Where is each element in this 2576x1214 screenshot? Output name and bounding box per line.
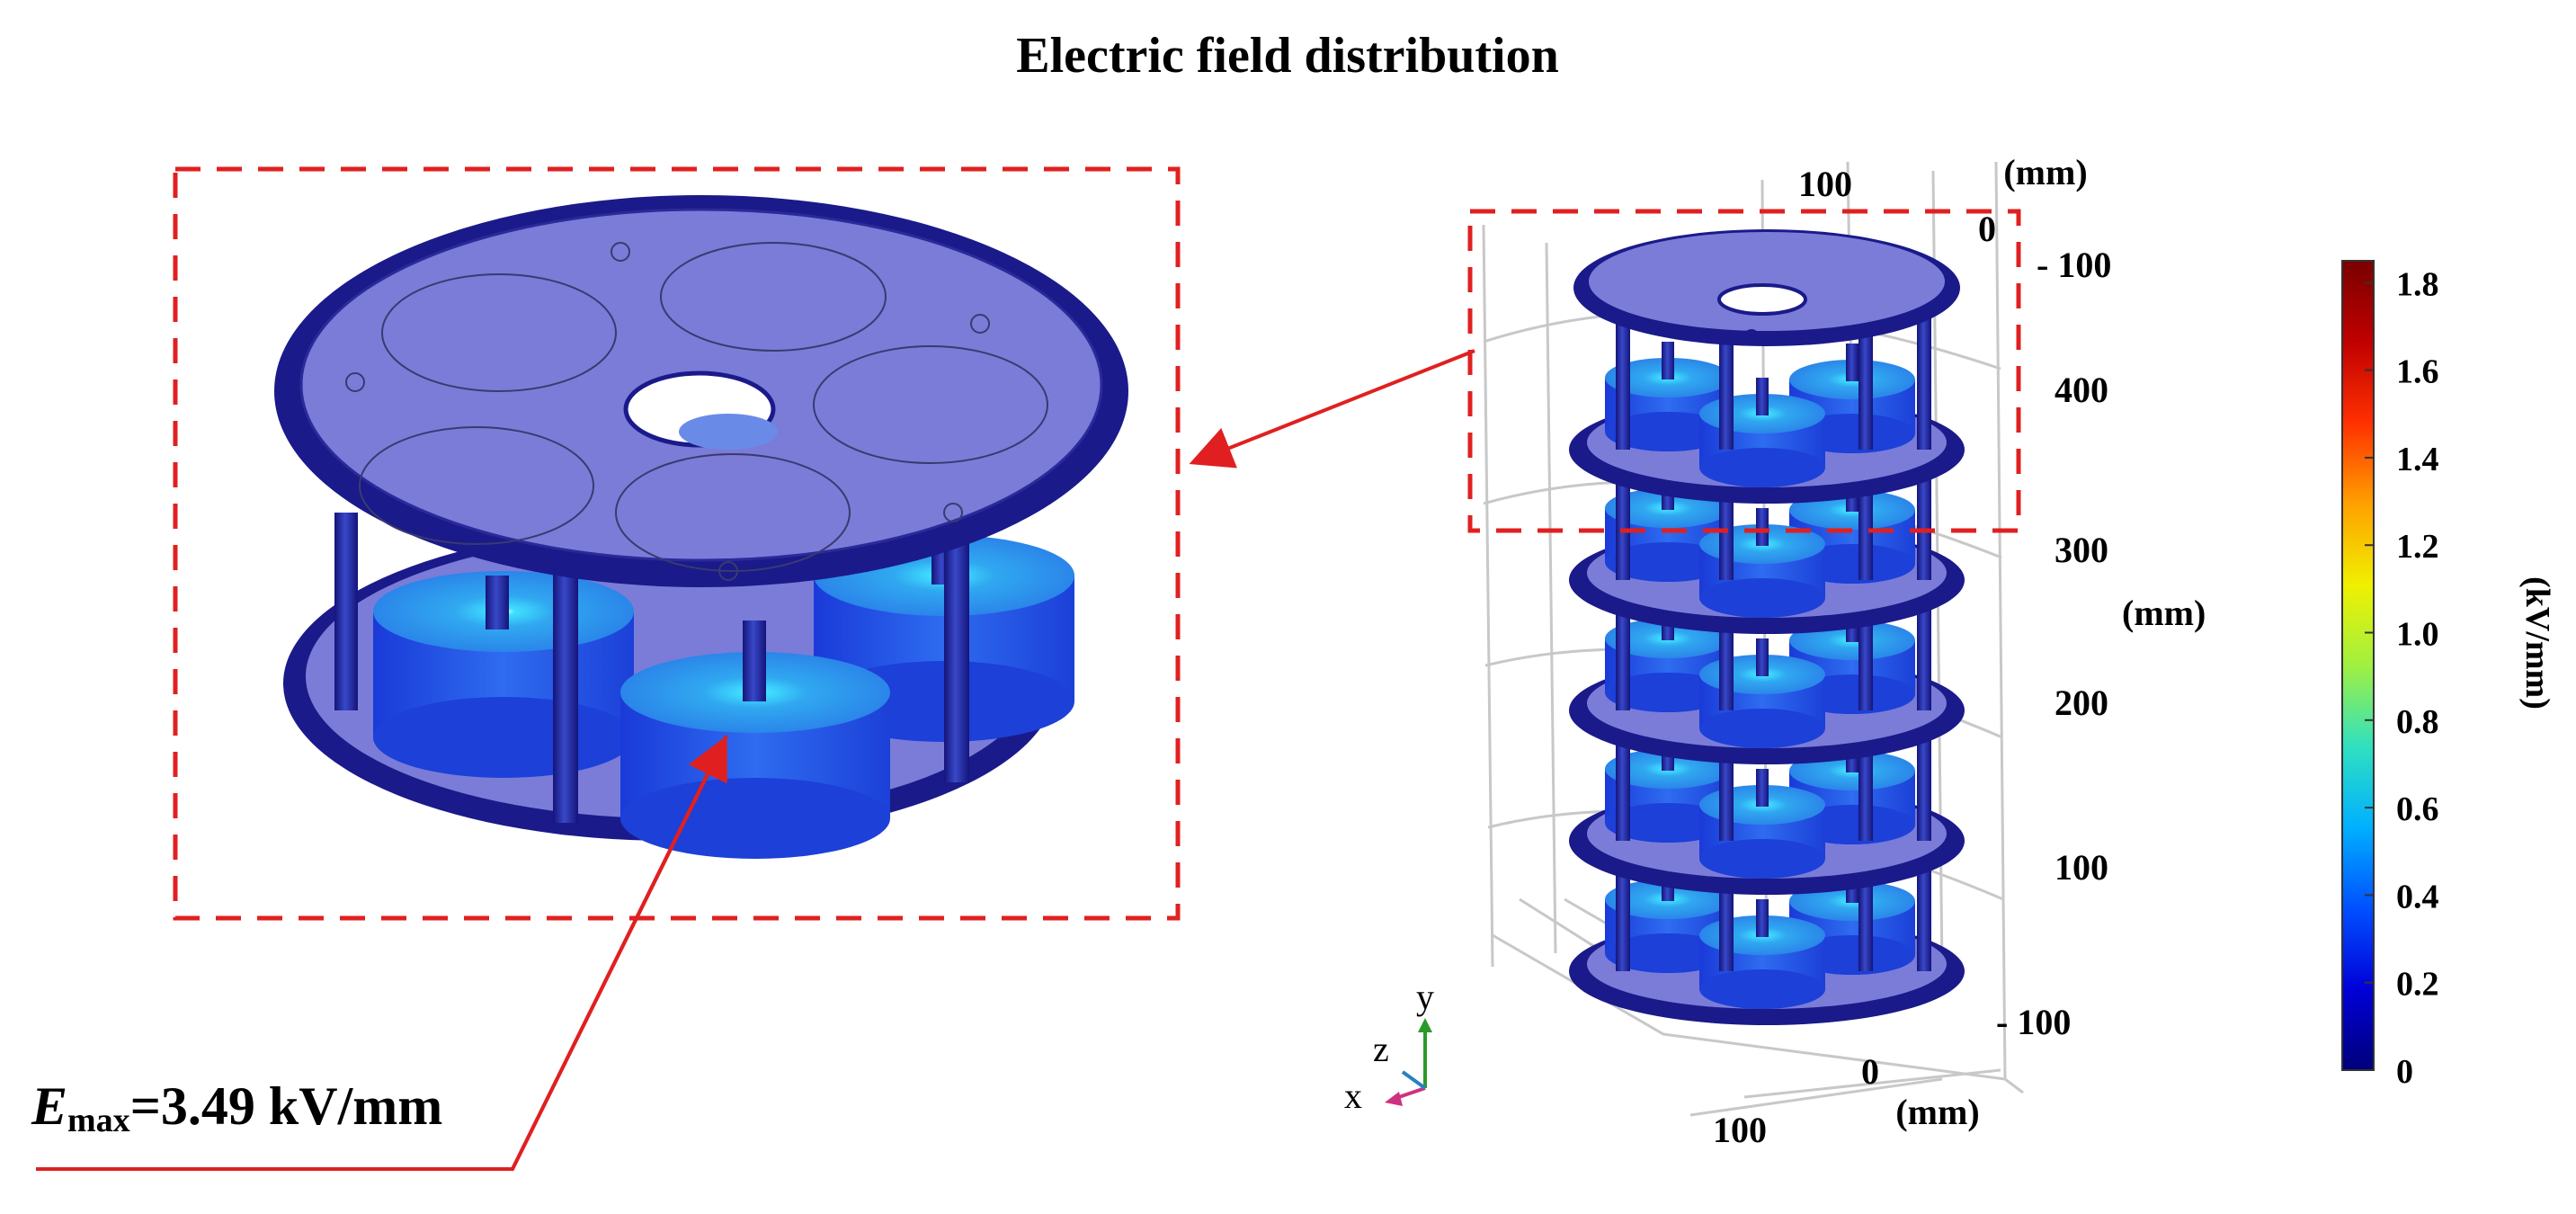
puck-rod xyxy=(486,576,509,629)
colorbar-label: (kV/mm) xyxy=(2518,576,2556,710)
z-tick-label: 100 xyxy=(1798,164,1852,204)
x-tick-label: 0 xyxy=(1861,1051,1879,1092)
top-pillar xyxy=(1917,297,1931,432)
z-axis-unit: (mm) xyxy=(2003,152,2087,192)
model-view: 100 0 (mm) - 100 400 300 200 100 (mm) - … xyxy=(1344,152,2206,1150)
colorbar-tick-label: 0 xyxy=(2396,1053,2413,1091)
zoomed-view: Emax=3.49 kV/mm xyxy=(31,166,1181,1171)
tier-puck-bottom xyxy=(1699,839,1825,879)
y-tick-label: 400 xyxy=(2055,370,2108,410)
tier-puck-rod xyxy=(1756,638,1769,676)
y-tick-label: 200 xyxy=(2055,683,2108,723)
top-plate xyxy=(1573,229,1960,346)
tier-puck-rod xyxy=(1756,508,1769,546)
x-tick-label: - 100 xyxy=(1996,1002,2071,1042)
puck-rod xyxy=(743,620,766,701)
zoom-highlight-box xyxy=(173,166,1181,921)
resonator-stack xyxy=(1569,297,1965,1025)
tier-puck-rod xyxy=(1756,769,1769,807)
model-highlight-box xyxy=(1467,209,2021,533)
tier-puck-rod xyxy=(1756,378,1769,415)
support-pillar xyxy=(334,513,358,710)
emax-arrow xyxy=(511,735,727,1170)
support-pillar xyxy=(944,540,969,782)
triad-y-label: y xyxy=(1416,977,1434,1017)
emax-symbol: E xyxy=(31,1076,67,1136)
tier-puck-rod xyxy=(1756,899,1769,937)
colorbar: 1.8 1.6 1.4 1.2 1.0 0.8 0.6 0.4 0.2 0 (kV/mm) xyxy=(2341,260,2556,1091)
emax-subscript: max xyxy=(67,1102,130,1139)
x-tick-label: 100 xyxy=(1713,1110,1767,1150)
zoom-arrow xyxy=(1189,349,1475,469)
support-pillar xyxy=(553,553,578,823)
colorbar-tick-label: 1.6 xyxy=(2396,353,2439,391)
colorbar-tick-label: 1.4 xyxy=(2396,441,2439,478)
colorbar-tick-label: 0.2 xyxy=(2396,966,2439,1004)
figure-title: Electric field distribution xyxy=(1016,28,1559,84)
plate-markings xyxy=(345,242,1048,581)
colorbar-ticks: 1.8 1.6 1.4 1.2 1.0 0.8 0.6 0.4 0.2 0 xyxy=(2365,265,2439,1091)
y-tick-label: - 100 xyxy=(2037,245,2111,285)
triad-z-label: z xyxy=(1373,1029,1389,1069)
tier-puck-bottom xyxy=(1699,578,1825,618)
colorbar-tick-label: 0.4 xyxy=(2396,878,2439,915)
emax-annotation: Emax=3.49 kV/mm xyxy=(31,1076,442,1139)
tier-puck-rod xyxy=(1662,342,1674,379)
tier-puck-bottom xyxy=(1699,969,1825,1009)
colorbar-tick-label: 1.0 xyxy=(2396,616,2439,654)
center-hole-inner xyxy=(679,414,778,450)
colorbar-gradient xyxy=(2341,260,2375,1071)
colorbar-tick-label: 1.8 xyxy=(2396,265,2439,303)
colorbar-tick-label: 0.8 xyxy=(2396,703,2439,741)
y-axis-unit: (mm) xyxy=(2122,593,2206,633)
colorbar-tick-label: 1.2 xyxy=(2396,528,2439,566)
z-tick-label: 0 xyxy=(1978,209,1996,249)
emax-value: =3.49 kV/mm xyxy=(130,1076,443,1136)
tier-puck-bottom xyxy=(1699,709,1825,748)
tier-puck-rod xyxy=(1846,344,1858,381)
y-tick-label: 300 xyxy=(2055,530,2108,570)
tier-puck-bottom xyxy=(1699,448,1825,487)
top-pillar xyxy=(1616,297,1630,432)
colorbar-tick-label: 0.6 xyxy=(2396,790,2439,828)
triad-x-label: x xyxy=(1344,1076,1362,1116)
x-axis-unit: (mm) xyxy=(1895,1092,1979,1132)
coordinate-triad: y z x xyxy=(1344,977,1434,1116)
y-tick-label: 100 xyxy=(2055,847,2108,888)
